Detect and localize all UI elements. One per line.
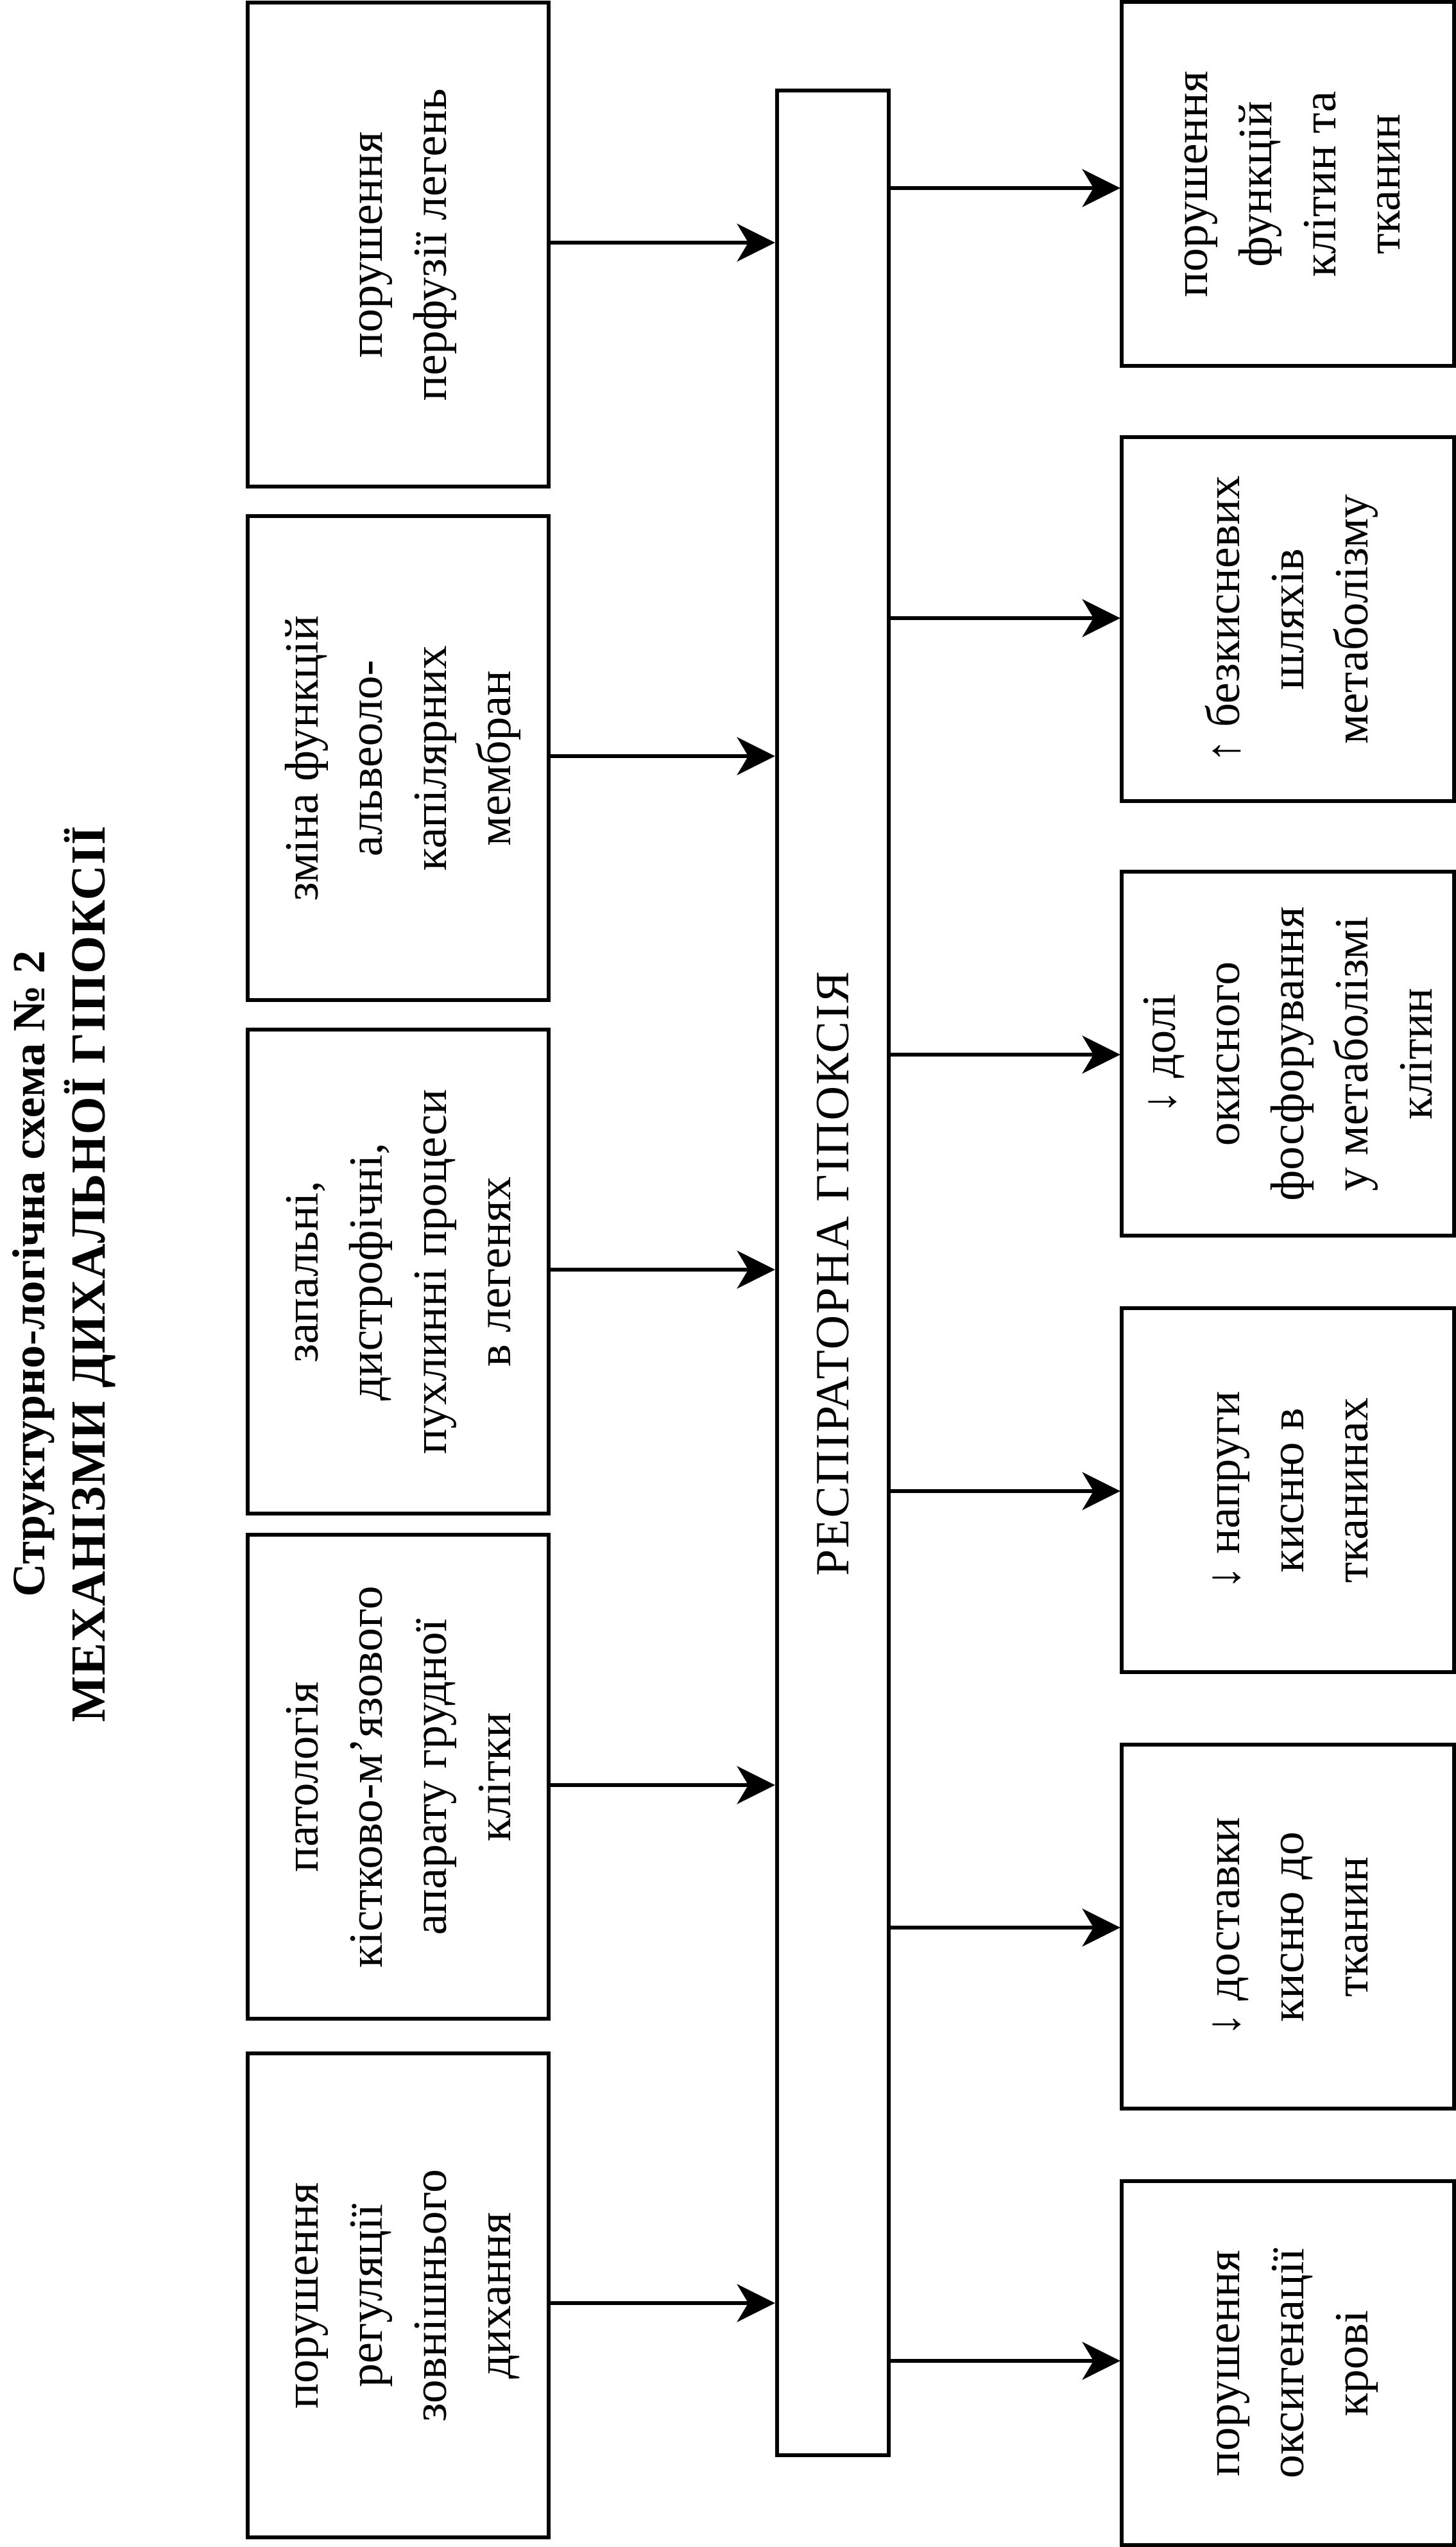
arrows-layer: [551, 169, 1120, 2380]
diagram-stage: Структурно-логічна схема № 2 МЕХАНІЗМИ Д…: [3, 0, 1456, 2547]
